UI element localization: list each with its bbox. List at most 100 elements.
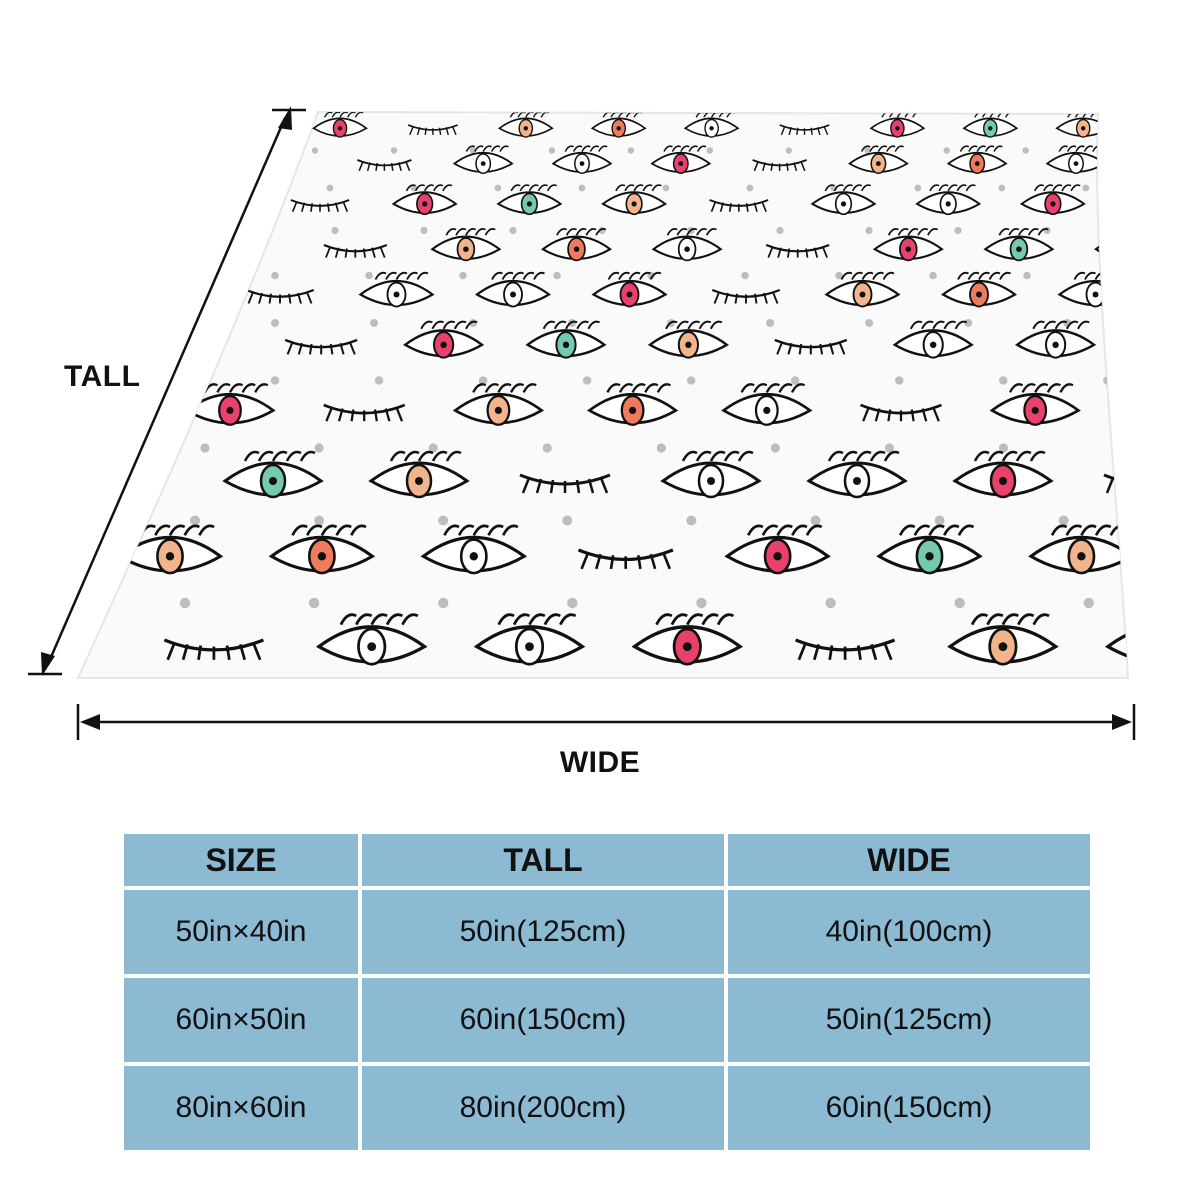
pattern-dot [420,226,428,235]
eye-doodle-icon [586,383,679,426]
pattern-dot [943,147,950,154]
eye-doodle-icon [590,112,647,138]
cell-wide: 60in(150cm) [728,1066,1090,1150]
eye-doodle-icon [779,124,830,136]
eye-doodle-icon [946,145,1008,174]
pattern-dot [271,271,279,280]
pattern-dot [895,376,904,385]
eye-doodle-icon [391,184,458,216]
pattern-dot [1083,597,1095,609]
eye-doodle-icon [116,524,224,575]
header-wide: WIDE [728,834,1090,886]
eye-doodle-icon [709,199,769,213]
eye-doodle-icon [631,613,744,666]
eye-doodle-icon [474,271,552,308]
pattern-dot [998,184,1006,192]
pattern-dot [825,597,836,609]
pattern-dot [776,226,784,235]
pattern-dot [494,184,502,192]
eye-doodle-icon [268,524,376,575]
eye-doodle-icon [541,228,612,262]
wide-dimension-arrow [76,704,1136,740]
eye-doodle-icon [794,638,896,661]
pattern-dot [582,376,592,385]
eye-doodle-icon [1094,228,1128,262]
pattern-dot [365,271,373,280]
pattern-dot [370,319,379,327]
eye-doodle-icon [452,383,545,426]
eye-doodle-icon [892,320,974,359]
eye-doodle-icon [497,112,554,138]
tall-label: TALL [64,360,141,393]
eye-doodle-icon [403,320,485,359]
eye-doodle-icon [473,613,586,666]
cell-tall: 80in(200cm) [362,1066,724,1150]
pattern-dot [311,147,319,154]
pattern-dot [478,376,488,385]
eye-doodle-icon [601,184,668,216]
cell-size: 80in×60in [124,1066,358,1150]
pattern-dot [314,515,325,526]
eye-doodle-icon [1028,524,1128,575]
table-header-row: SIZE TALL WIDE [124,834,1090,886]
eye-doodle-icon [847,145,909,174]
eye-doodle-icon [810,184,877,216]
cell-size: 60in×50in [124,978,358,1062]
pattern-dot [542,443,552,453]
pattern-dot [562,515,573,526]
pattern-dot [864,147,871,154]
size-chart-table: SIZE TALL WIDE 50in×40in 50in(125cm) 40i… [120,830,1094,1154]
header-tall: TALL [362,834,724,886]
pattern-dot [270,376,280,385]
pattern-dot [929,271,937,280]
eye-doodle-icon [647,320,729,359]
eye-doodle-icon [711,288,781,304]
eye-doodle-icon [357,159,412,172]
pattern-dot [271,319,279,327]
eye-doodle-icon [872,228,944,262]
eye-doodle-icon [660,450,762,499]
pattern-dot [998,443,1009,453]
eye-doodle-icon [952,450,1054,499]
pattern-dot [785,147,792,154]
pattern-dot [459,271,467,280]
pattern-dot [331,226,339,235]
pattern-dot [865,226,873,235]
wide-label: WIDE [559,746,641,779]
eye-doodle-icon [983,228,1055,262]
eye-doodle-icon [551,145,613,174]
pattern-dot [1082,184,1090,192]
pattern-dot [1022,147,1029,154]
eye-doodle-icon [1015,320,1097,359]
eye-doodle-icon [989,383,1081,426]
pattern-dot [791,376,800,385]
pattern-dot [746,184,754,192]
pattern-dot [656,443,666,453]
eye-doodle-icon [430,228,502,262]
pattern-dot [934,515,945,526]
cell-wide: 50in(125cm) [728,978,1090,1062]
eye-doodle-icon [358,271,435,308]
eye-doodle-icon [163,638,265,661]
eye-doodle-icon [876,524,983,575]
eye-doodle-icon [368,450,470,499]
cell-tall: 50in(125cm) [362,890,724,974]
pattern-dot [835,271,843,280]
eye-doodle-icon [915,184,982,216]
cell-wide: 40in(100cm) [728,890,1090,974]
eye-doodle-icon [323,403,406,422]
eye-doodle-icon [245,288,315,304]
pattern-dot [438,515,449,526]
pattern-dot [374,376,384,385]
eye-doodle-icon [869,112,926,138]
eye-doodle-icon [947,613,1059,666]
pattern-dot [914,184,922,192]
pattern-dot [428,443,438,453]
pattern-dot [308,597,320,609]
pattern-dot [1058,515,1069,526]
eye-doodle-icon [724,524,831,575]
eye-doodle-icon [323,244,388,258]
eye-doodle-icon [312,112,368,138]
header-size: SIZE [124,834,358,886]
pattern-dot [190,515,200,526]
